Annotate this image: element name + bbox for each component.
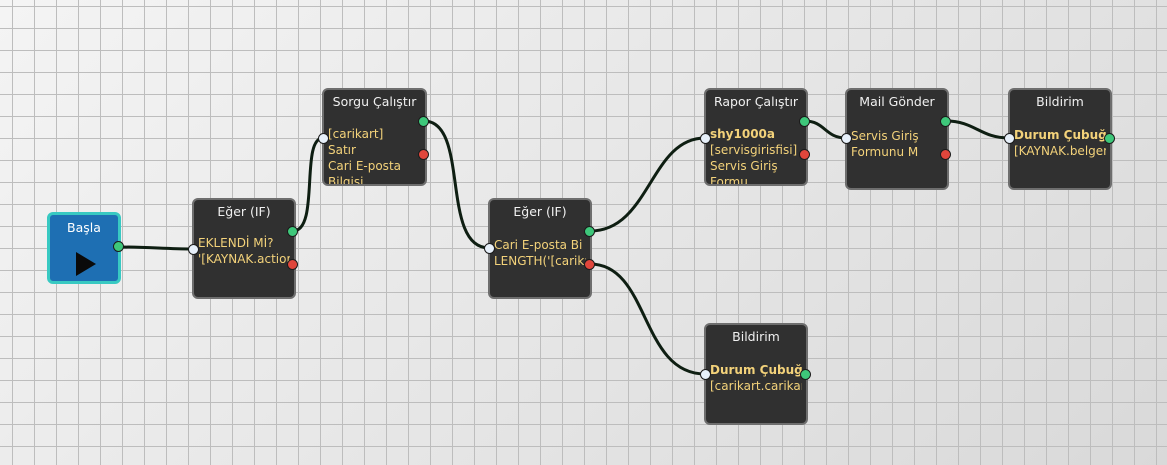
if-node-1-true-port[interactable] <box>287 226 298 237</box>
notification-node-1-input-port[interactable] <box>1004 133 1015 144</box>
wire-if2-to-notify2 <box>589 262 706 376</box>
mail-node-input-port[interactable] <box>841 133 852 144</box>
mail-node[interactable]: Mail Gönder Servis Giriş Formunu M <box>845 88 949 190</box>
if-node-1-false-port[interactable] <box>287 259 298 270</box>
if-node-1-input-port[interactable] <box>188 244 199 255</box>
query-node-line-1: [carikart] <box>328 127 384 141</box>
query-node-input-port[interactable] <box>318 133 329 144</box>
mail-node-title: Mail Gönder <box>859 94 935 109</box>
notification-node-2-input-port[interactable] <box>700 369 711 380</box>
report-node-title: Rapor Çalıştır <box>713 94 799 109</box>
play-icon[interactable] <box>76 252 96 276</box>
wire-start-to-if1 <box>118 245 194 251</box>
report-node[interactable]: Rapor Çalıştır shy1000a [servisgirisfisi… <box>704 88 808 186</box>
notification-node-1-body: Durum Çubuğu [KAYNAK.belgeno <box>1014 127 1106 159</box>
notification-node-2-body: Durum Çubuğu [carikart.carikart <box>710 362 802 394</box>
if-node-2-line-2: LENGTH('[carika <box>494 254 586 268</box>
notification-node-2-line-1: Durum Çubuğu <box>710 363 802 377</box>
if-node-2[interactable]: Eğer (IF) Cari E-posta Bi LENGTH('[carik… <box>488 198 592 299</box>
report-node-body: shy1000a [servisgirisfisi] Servis Giriş … <box>710 126 802 184</box>
report-node-line-1: shy1000a <box>710 127 776 141</box>
report-node-input-port[interactable] <box>700 133 711 144</box>
if-node-1-line-1: EKLENDİ Mİ? <box>198 236 274 250</box>
mail-node-success-port[interactable] <box>940 116 951 127</box>
start-output-port[interactable] <box>113 241 124 252</box>
if-node-1-title: Eğer (IF) <box>217 204 271 219</box>
wire-if2-to-report <box>589 136 706 233</box>
query-node-error-port[interactable] <box>418 149 429 160</box>
start-node-title: Başla <box>67 220 101 235</box>
wire-mail-to-notify1 <box>945 119 1010 140</box>
query-node-line-4: Bilgisi <box>328 175 364 184</box>
query-node-title: Sorgu Çalıştır <box>332 94 417 109</box>
report-node-line-4: Formu <box>710 175 748 184</box>
mail-node-line-1: Servis Giriş <box>851 129 919 143</box>
notification-node-2[interactable]: Bildirim Durum Çubuğu [carikart.carikart <box>704 323 808 425</box>
notification-node-1-title: Bildirim <box>1036 94 1084 109</box>
wire-report-to-mail <box>804 119 847 140</box>
mail-node-error-port[interactable] <box>940 149 951 160</box>
notification-node-2-line-2: [carikart.carikart <box>710 379 802 393</box>
query-node-line-2: Satır <box>328 143 356 157</box>
mail-node-body: Servis Giriş Formunu M <box>851 128 943 160</box>
report-node-line-2: [servisgirisfisi] <box>710 143 798 157</box>
wire-query-to-if2 <box>423 119 490 250</box>
start-node[interactable]: Başla <box>47 212 121 284</box>
query-node-body: [carikart] Satır Cari E-posta Bilgisi <box>328 126 421 184</box>
if-node-1[interactable]: Eğer (IF) EKLENDİ Mİ? '[KAYNAK.action <box>192 198 296 299</box>
query-node[interactable]: Sorgu Çalıştır [carikart] Satır Cari E-p… <box>322 88 427 186</box>
if-node-2-input-port[interactable] <box>484 243 495 254</box>
query-node-line-3: Cari E-posta <box>328 159 401 173</box>
if-node-2-title: Eğer (IF) <box>513 204 567 219</box>
notification-node-1[interactable]: Bildirim Durum Çubuğu [KAYNAK.belgeno <box>1008 88 1112 190</box>
if-node-2-true-port[interactable] <box>584 226 595 237</box>
notification-node-1-output-port[interactable] <box>1104 133 1115 144</box>
if-node-1-line-2: '[KAYNAK.action <box>198 252 290 266</box>
report-node-line-3: Servis Giriş <box>710 159 778 173</box>
if-node-2-false-port[interactable] <box>584 259 595 270</box>
report-node-success-port[interactable] <box>799 116 810 127</box>
report-node-error-port[interactable] <box>799 149 810 160</box>
if-node-1-body: EKLENDİ Mİ? '[KAYNAK.action <box>198 235 290 267</box>
wire-if1-to-query <box>292 136 324 233</box>
if-node-2-line-1: Cari E-posta Bi <box>494 238 583 252</box>
mail-node-line-2: Formunu M <box>851 145 919 159</box>
notification-node-1-line-1: Durum Çubuğu <box>1014 128 1106 142</box>
notification-node-2-output-port[interactable] <box>800 369 811 380</box>
notification-node-2-title: Bildirim <box>732 329 780 344</box>
query-node-success-port[interactable] <box>418 116 429 127</box>
if-node-2-body: Cari E-posta Bi LENGTH('[carika <box>494 237 586 269</box>
notification-node-1-line-2: [KAYNAK.belgeno <box>1014 144 1106 158</box>
